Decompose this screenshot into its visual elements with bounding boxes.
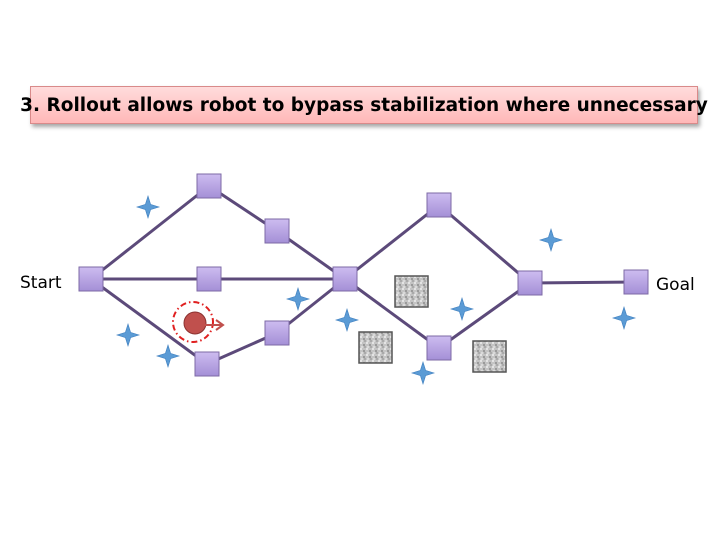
edge [344,277,440,350]
node-start [78,266,104,292]
node [426,192,452,218]
edge [344,203,440,281]
robot-heading-arrow-icon [205,319,225,331]
star-icon [411,361,435,385]
node [426,335,452,361]
node-goal [623,269,649,295]
node [264,320,290,346]
star-icon [286,287,310,311]
node [196,266,222,292]
edge [90,277,208,366]
slide-title: 3. Rollout allows robot to bypass stabil… [20,94,708,116]
obstacle-icon [472,340,507,373]
node [194,351,220,377]
star-icon [612,306,636,330]
node [264,218,290,244]
star-icon [136,195,160,219]
star-icon [116,323,140,347]
roadmap-nodes [78,173,649,377]
obstacle-icon [358,331,393,364]
node [517,270,543,296]
node [196,173,222,199]
title-banner: 3. Rollout allows robot to bypass stabil… [20,86,708,124]
obstacles [358,275,507,373]
robot-icon [183,311,207,335]
start-label: Start [20,273,62,293]
obstacle-icon [394,275,429,308]
star-icon [156,344,180,368]
star-icon [450,297,474,321]
goal-label: Goal [656,275,695,295]
edge [438,281,531,350]
star-icon [335,308,359,332]
edge [438,203,531,285]
robot-uncertainty-ring [172,301,214,343]
star-icon [539,228,563,252]
node [332,266,358,292]
robot [172,301,225,343]
edge [90,184,210,281]
edge [529,280,637,285]
